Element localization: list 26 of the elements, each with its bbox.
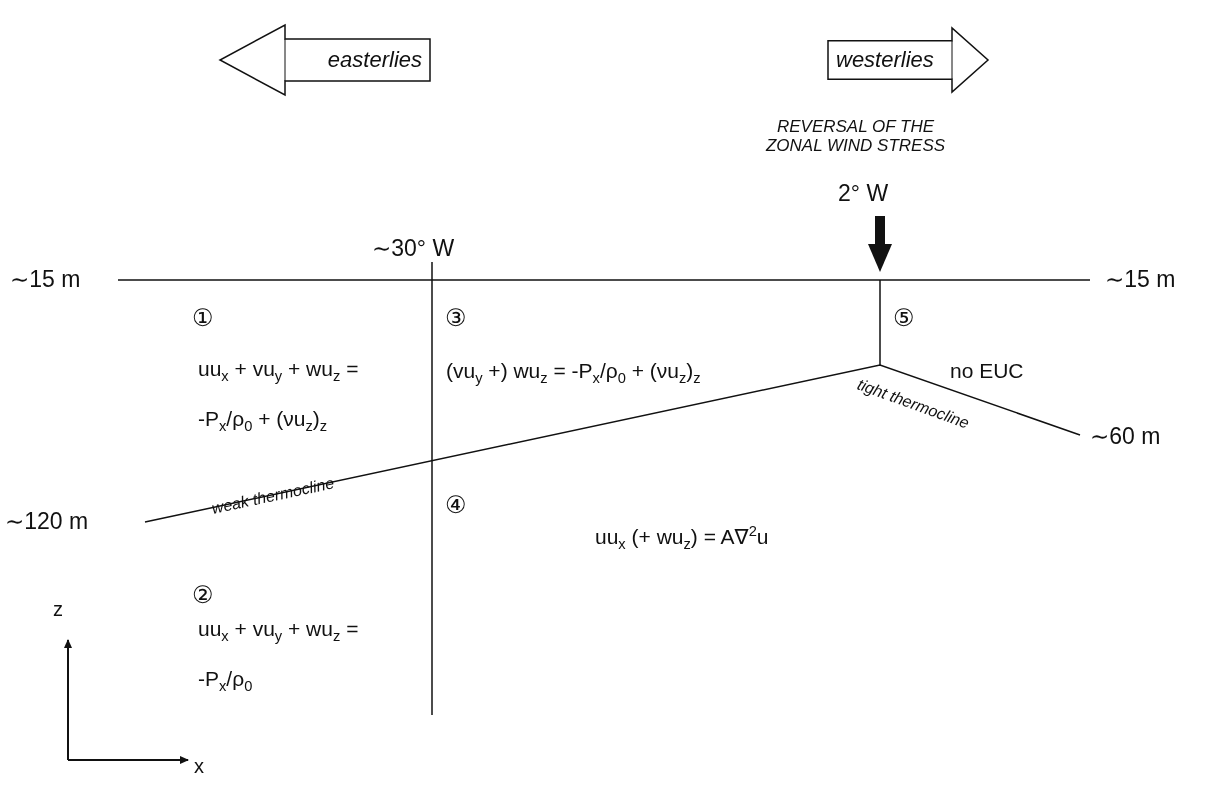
region-number: ②: [192, 582, 214, 609]
wind-label: westerlies: [836, 47, 934, 73]
depth-label: ∼15 m: [10, 267, 81, 293]
depth-label: ∼60 m: [1090, 424, 1161, 450]
region-text: no EUC: [950, 359, 1024, 383]
thermocline-label: weak thermocline: [210, 474, 336, 518]
equation: -P$_{x}$/ρ$_{0}$: [198, 667, 253, 695]
longitude-label: 2° W: [838, 181, 889, 207]
region-number: ③: [445, 305, 467, 332]
region-number: ①: [192, 305, 214, 332]
axis-label: z: [53, 598, 63, 620]
region-number: ⑤: [893, 305, 915, 332]
depth-label: ∼15 m: [1105, 267, 1176, 293]
equation: uu$_{x}$ + vu$_{y}$ + wu$_{z}$ =: [198, 617, 359, 645]
wind-label: easterlies: [327, 47, 422, 73]
longitude-label: ∼30° W: [372, 236, 455, 262]
equation: uu$_{x}$ (+ wu$_{z}$) = A∇$^{2}$u: [595, 523, 769, 553]
left-wind-arrow: [220, 25, 430, 95]
equation: uu$_{x}$ + vu$_{y}$ + wu$_{z}$ =: [198, 357, 359, 385]
region-number: ④: [445, 492, 467, 519]
axis-label: x: [194, 755, 204, 777]
annotation-text: REVERSAL OF THE ZONAL WIND STRESS: [764, 118, 947, 156]
equation: (vu$_{y}$ +) wu$_{z}$ = -P$_{x}$/ρ$_{0}$ + (νu$_{z}$)$_{z}$: [446, 359, 701, 387]
right-wind-arrow: [828, 28, 988, 92]
equation: -P$_{x}$/ρ$_{0}$ + (νu$_{z}$)$_{z}$: [198, 407, 328, 435]
depth-label: ∼120 m: [5, 509, 89, 535]
